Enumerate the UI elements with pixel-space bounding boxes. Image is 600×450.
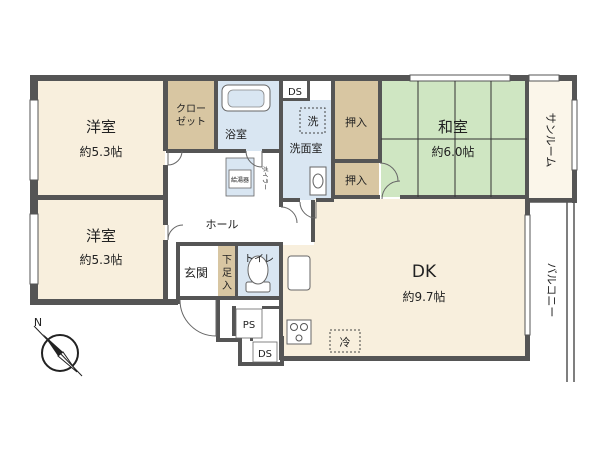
water-heater-box bbox=[228, 169, 252, 189]
toilet-icon bbox=[245, 255, 271, 293]
hall-label: ホール bbox=[206, 218, 239, 231]
japanese-room-name: 和室 bbox=[438, 118, 468, 136]
oshiire-top-label: 押入 bbox=[345, 115, 367, 129]
balcony-rails bbox=[530, 201, 575, 382]
ps-box bbox=[235, 308, 263, 339]
ds-bottom-box bbox=[252, 341, 278, 363]
washer-label: 洗 bbox=[308, 115, 319, 128]
shoe-box-floor bbox=[218, 246, 236, 296]
windows bbox=[29, 74, 578, 336]
western-room-b-name: 洋室 bbox=[86, 227, 116, 245]
western-room-b-floor bbox=[38, 199, 165, 300]
fridge-label: 冷 bbox=[340, 336, 351, 349]
bathtub-icon bbox=[221, 84, 271, 112]
oshiire-bottom-floor bbox=[334, 163, 379, 197]
door-swings bbox=[167, 150, 401, 337]
western-room-a-floor bbox=[38, 81, 165, 197]
sunroom-label: サンルーム bbox=[544, 113, 557, 168]
shoe-box-label-3: 入 bbox=[222, 281, 232, 292]
closet-label-1: クロー bbox=[176, 103, 206, 115]
dk-floor bbox=[314, 199, 527, 357]
entrance-label: 玄関 bbox=[184, 265, 208, 280]
boiler-outline bbox=[225, 157, 255, 197]
bathroom-label: 浴室 bbox=[225, 127, 247, 141]
washroom-label: 洗面室 bbox=[290, 141, 323, 155]
dk-size: 約9.7帖 bbox=[402, 289, 445, 304]
ps-label: PS bbox=[243, 320, 255, 331]
balcony-label: バルコニー bbox=[545, 263, 558, 318]
western-room-a-name: 洋室 bbox=[86, 118, 116, 136]
washer-space bbox=[299, 107, 326, 134]
compass-north-label: N bbox=[34, 316, 42, 329]
stove-icon bbox=[286, 319, 312, 345]
closet-label-2: ゼット bbox=[176, 116, 206, 128]
ds-top-label: DS bbox=[288, 87, 302, 98]
oshiire-top-floor bbox=[334, 81, 379, 161]
compass-rose: N bbox=[33, 316, 83, 377]
sunroom-floor bbox=[529, 81, 574, 200]
ds-bottom-label: DS bbox=[258, 349, 272, 360]
toilet-label: トイレ bbox=[244, 254, 274, 265]
fridge-space bbox=[329, 329, 361, 353]
water-heater-label: 給湯器 bbox=[231, 176, 249, 184]
kitchen-sink-icon bbox=[287, 255, 311, 291]
oshiire-bottom-label: 押入 bbox=[345, 173, 367, 187]
shoe-box-label-2: 足 bbox=[222, 267, 232, 279]
closet-floor bbox=[167, 81, 215, 151]
japanese-room-size: 約6.0帖 bbox=[431, 144, 474, 159]
western-room-a-size: 約5.3帖 bbox=[79, 144, 122, 159]
shoe-box-label-1: 下 bbox=[222, 255, 232, 266]
boiler-label: ボイラー bbox=[261, 166, 269, 190]
ds-top-floor bbox=[282, 81, 308, 100]
tatami-lines bbox=[381, 81, 527, 197]
dk-name: DK bbox=[412, 262, 437, 282]
western-room-b-size: 約5.3帖 bbox=[79, 252, 122, 267]
sink-icon bbox=[309, 166, 327, 196]
